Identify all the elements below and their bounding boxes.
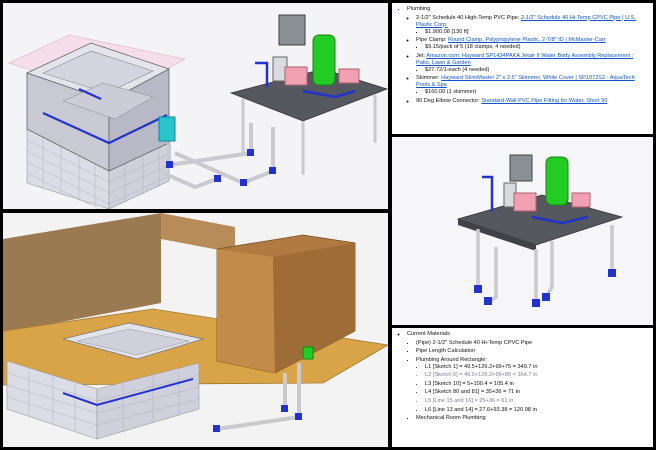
mech-room-drawing [3, 213, 388, 440]
pipe-runs [162, 123, 275, 190]
part-link[interactable]: Hayward SkimMaster 2" x 2.5" Skimmer, Wh… [416, 75, 635, 89]
pool-plumbing-model-view [3, 3, 388, 209]
mechanical-room-render-view [3, 213, 388, 447]
back-wall-top [161, 213, 235, 253]
pool-inner-bl [76, 328, 190, 356]
part-price: $9.15/pack of 5 (18 clamps, 4 needed) [425, 44, 649, 51]
calc-line-l2: L2 [Sketch 6] = 49.5+126.2+99+80 = 354.7… [425, 372, 649, 379]
legs-mr [476, 225, 614, 305]
pump-green [312, 34, 336, 86]
elbow-fittings-bl [213, 405, 302, 432]
parts-item-skimmer: Skimmer: Hayward SkimMaster 2" x 2.5" Sk… [416, 75, 649, 96]
parts-item-clamp: Pipe Clamp: Round Clamp, Polypropylene P… [416, 37, 649, 51]
pool-inner [42, 50, 154, 94]
mech-table-top [229, 68, 388, 122]
part-link[interactable]: Standard-Wall PVC Pipe Fitting for Water… [481, 97, 608, 104]
calc-line-l4: L4 [Sketch 80 and 81] = 35+36 = 71 in [425, 389, 649, 396]
jet-pipes [42, 87, 168, 145]
mech-room-side [273, 243, 355, 373]
mech-room-front [217, 249, 275, 373]
fittings-mr [474, 269, 616, 307]
pool-model-drawing [7, 14, 388, 209]
control-box-mr [509, 154, 533, 182]
heater-pink [284, 66, 308, 86]
control-box [278, 14, 306, 46]
mechanical-table-model-view [392, 137, 653, 325]
parts-item-jet: Jet: Amazon.com: Hayward SP1434PAKA Jeta… [416, 53, 649, 74]
part-price: $27.72/1-each (4 needed) [425, 67, 649, 74]
calc-line-l3: L3 [Sketch 10] = 5+100.4 = 105.4 in [425, 381, 649, 388]
table-top-mr [456, 194, 624, 246]
back-wall-left [3, 213, 161, 333]
materials-calc-document: Current Materials (Pipe) 2-1/2" Schedule… [392, 328, 653, 447]
part-link[interactable]: Amazon.com: Hayward SP1434PAKA Jetair II… [416, 52, 634, 66]
brick-lines [26, 137, 170, 209]
materials-around: Plumbing Around Rectangle: L1 [Sketch 1]… [416, 357, 649, 414]
pump-mr [545, 156, 569, 206]
table-edge-mr [458, 219, 536, 251]
pool-pipes-bl [62, 378, 194, 407]
materials-mech: Mechanical Room Plumbing [416, 415, 649, 422]
part-label: 90 Deg Elbow Connector: [416, 97, 482, 104]
part-price: $160.00 (1 skimmer) [425, 89, 649, 96]
part-label: Skimmer: [416, 75, 442, 82]
parts-item-pipe: 2-1/2" Schedule 40 High-Temp PVC Pipe: 2… [416, 15, 649, 36]
plumbing-parts-document: Plumbing 2-1/2" Schedule 40 High-Temp PV… [392, 3, 653, 134]
pump-visible [302, 346, 314, 360]
part-label: Pipe Clamp: [416, 37, 449, 44]
table-pipes [255, 61, 356, 99]
part-link[interactable]: Round Clamp, Polypropylene Plastic, 2-7/… [448, 37, 606, 44]
pipes-mr [482, 175, 589, 225]
calc-line-l1: L1 [Sketch 1] = 49.5+126.2+99+75 = 349.7… [425, 364, 649, 371]
calc-line-l5: L5 [Line 15 and 16] = 25+36 = 61 in [425, 398, 649, 405]
wood-platform [3, 308, 388, 386]
mech-table-drawing [456, 154, 624, 307]
part-link[interactable]: 2-1/2" Schedule 40 Hi-Temp CPVC Pipe | U… [416, 14, 636, 28]
materials-calc: Pipe Length Calculation [416, 348, 649, 355]
part-label: Jet: [416, 52, 427, 59]
parts-item-elbow: 90 Deg Elbow Connector: Standard-Wall PV… [416, 98, 649, 105]
brick-side [96, 362, 200, 440]
table-legs [241, 95, 377, 175]
heater-mr [513, 192, 537, 212]
calc-line-l6: L6 [Line 13 and 14] = 27.6+93.38 = 120.9… [425, 407, 649, 414]
materials-heading: Current Materials [407, 331, 649, 338]
brick-lines-bl [6, 368, 200, 432]
materials-pipe: (Pipe) 2-1/2" Schedule 40 Hi-Temp CPVC P… [416, 340, 649, 347]
heater2-mr [571, 192, 591, 208]
part-price: $1,900.08 [130 ft] [425, 29, 649, 36]
part-label: 2-1/2" Schedule 40 High-Temp PVC Pipe: [416, 14, 521, 21]
skimmer [158, 116, 176, 142]
plumbing-heading: Plumbing [407, 6, 649, 13]
elbow-fittings [166, 149, 276, 186]
heater-pink-2 [338, 68, 360, 84]
